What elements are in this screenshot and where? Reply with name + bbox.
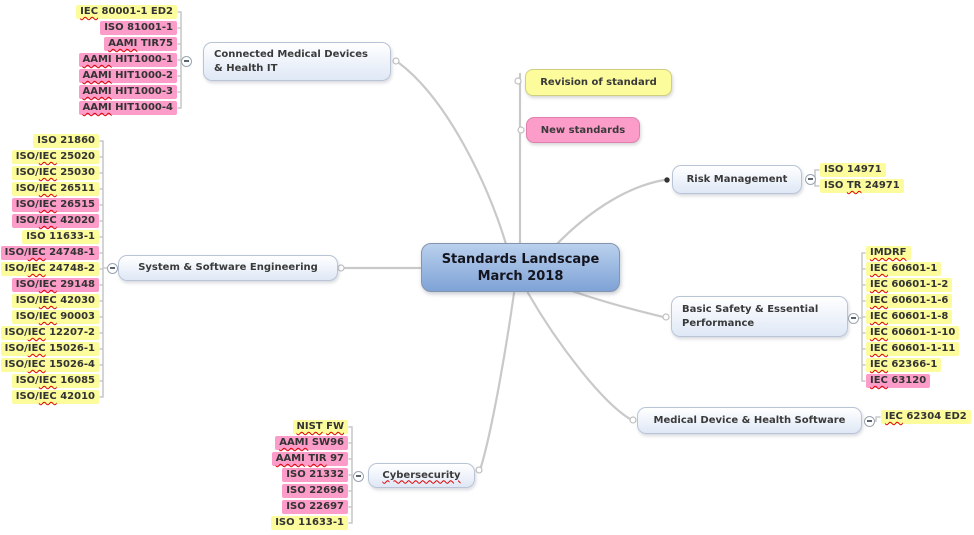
topic-risk-management[interactable]: Risk Management: [672, 165, 802, 194]
topic-label-line: Cybersecurity: [382, 469, 461, 481]
standard-item[interactable]: IEC 60601-1: [866, 262, 942, 276]
standard-item[interactable]: AAMI SW96: [275, 436, 348, 450]
standard-item[interactable]: ISO/IEC 25020: [11, 150, 99, 164]
standard-item[interactable]: ISO/IEC 26511: [11, 182, 99, 196]
attach-dot-connected: [392, 57, 400, 65]
standard-item[interactable]: AAMI HIT1000-4: [78, 101, 177, 115]
collapse-icon-sse[interactable]: [106, 262, 118, 274]
standard-item[interactable]: ISO 22696: [282, 484, 348, 498]
standard-item[interactable]: ISO 11633-1: [22, 230, 99, 244]
standard-item[interactable]: IMDRF: [866, 246, 911, 260]
collapse-icon-risk[interactable]: [804, 173, 816, 185]
topic-label-line: Risk Management: [686, 173, 788, 185]
standard-item[interactable]: ISO 21860: [33, 134, 99, 148]
standard-item[interactable]: ISO/IEC 42020: [11, 214, 99, 228]
standard-item[interactable]: ISO/IEC 42010: [11, 390, 99, 404]
standard-item[interactable]: IEC 60601-1-6: [866, 294, 953, 308]
attach-dot-revision: [514, 77, 522, 85]
standard-item[interactable]: ISO 21332: [282, 468, 348, 482]
legend-new-standards[interactable]: New standards: [526, 117, 640, 143]
standard-item[interactable]: ISO/IEC 15026-4: [0, 358, 99, 372]
standard-item[interactable]: IEC 60601-1-8: [866, 310, 953, 324]
topic-label-line: Standards Landscape: [441, 251, 600, 267]
standard-item[interactable]: ISO 22697: [282, 500, 348, 514]
standard-item[interactable]: AAMI TIR75: [104, 37, 177, 51]
collapse-icon-medical[interactable]: [863, 415, 875, 427]
standard-item[interactable]: IEC 80001-1 ED2: [76, 5, 177, 19]
standard-item[interactable]: NIST FW: [292, 420, 348, 434]
standard-item[interactable]: ISO/IEC 26515: [11, 198, 99, 212]
connector-center-to-connected: [397, 61, 508, 246]
standard-item[interactable]: ISO TR 24971: [820, 179, 904, 193]
standard-item[interactable]: ISO/IEC 15026-1: [0, 342, 99, 356]
connector-center-to-risk: [554, 178, 666, 247]
topic-connected-medical-devices[interactable]: Connected Medical Devices & Health IT: [203, 42, 391, 81]
standard-item[interactable]: ISO/IEC 24748-2: [0, 262, 99, 276]
standard-item[interactable]: AAMI HIT1000-2: [78, 69, 177, 83]
connector-center-to-basic: [570, 289, 665, 319]
standard-item[interactable]: IEC 63120: [866, 374, 931, 388]
standard-item[interactable]: ISO/IEC 90003: [11, 310, 99, 324]
standard-item[interactable]: AAMI HIT1000-1: [78, 53, 177, 67]
attach-dot-sse: [337, 264, 345, 272]
standard-item[interactable]: IEC 60601-1-11: [866, 342, 960, 356]
standard-item[interactable]: ISO 11633-1: [271, 516, 348, 530]
attach-dot-medical: [629, 416, 637, 424]
standard-item[interactable]: IEC 62366-1: [866, 358, 942, 372]
standard-item[interactable]: ISO/IEC 25030: [11, 166, 99, 180]
standard-item[interactable]: ISO/IEC 42030: [11, 294, 99, 308]
collapse-icon-cyber[interactable]: [352, 470, 364, 482]
standard-item[interactable]: AAMI HIT1000-3: [78, 85, 177, 99]
topic-label-line: March 2018: [477, 268, 564, 284]
standard-item[interactable]: ISO 14971: [820, 163, 886, 177]
topic-cybersecurity[interactable]: Cybersecurity: [368, 463, 475, 488]
attach-dot-new-standards: [517, 126, 525, 134]
standard-item[interactable]: ISO/IEC 29148: [11, 278, 99, 292]
topic-label-line: Performance: [682, 317, 755, 329]
standard-item[interactable]: ISO/IEC 24748-1: [0, 246, 99, 260]
topic-label-line: & Health IT: [214, 62, 278, 74]
attach-dot-cyber: [475, 466, 483, 474]
standard-item[interactable]: ISO 81001-1: [100, 21, 177, 35]
standard-item[interactable]: ISO/IEC 16085: [11, 374, 99, 388]
standard-item[interactable]: IEC 60601-1-2: [866, 278, 953, 292]
topic-medical-device-health-software[interactable]: Medical Device & Health Software: [637, 407, 862, 434]
connector-center-to-cyber: [479, 291, 516, 469]
topic-label-line: Connected Medical Devices: [214, 48, 368, 60]
topic-label-line: Basic Safety & Essential: [682, 303, 819, 315]
standard-item[interactable]: IEC 62304 ED2: [881, 410, 971, 424]
attach-dot-basic: [662, 313, 670, 321]
connector-center-to-medical: [526, 291, 632, 421]
standard-item[interactable]: IEC 60601-1-10: [866, 326, 960, 340]
topic-label-line: Medical Device & Health Software: [653, 414, 846, 426]
standard-item[interactable]: ISO/IEC 12207-2: [0, 326, 99, 340]
standard-item[interactable]: AAMI TIR 97: [271, 452, 348, 466]
topic-label-line: System & Software Engineering: [138, 262, 318, 273]
collapse-icon-basic[interactable]: [847, 312, 859, 324]
branch-items-medical: IEC 62304 ED2: [881, 410, 971, 424]
collapse-icon-connected[interactable]: [180, 55, 192, 67]
legend-revision-of-standard[interactable]: Revision of standard: [525, 69, 672, 96]
topic-system-software-engineering[interactable]: System & Software Engineering: [118, 255, 338, 281]
risk-bullet-dot: [664, 177, 670, 183]
